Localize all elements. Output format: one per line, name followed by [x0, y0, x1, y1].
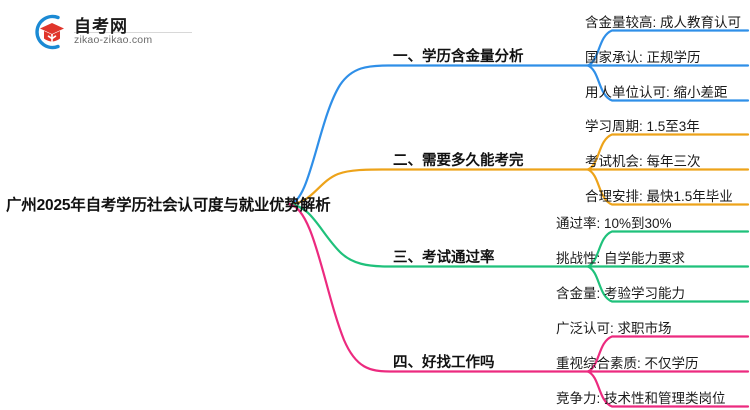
- mindmap-root-node[interactable]: 广州2025年自考学历社会认可度与就业优势解析: [6, 197, 331, 214]
- branch-1-connector: [287, 29, 750, 206]
- branch-node-3[interactable]: 三、考试通过率: [393, 250, 495, 266]
- leaf-node-1-2[interactable]: 国家承认: 正规学历: [585, 50, 701, 65]
- logo-domain: zikao-zikao.com: [74, 34, 153, 46]
- leaf-node-4-2[interactable]: 重视综合素质: 不仅学历: [556, 356, 699, 371]
- leaf-node-3-3[interactable]: 含金量: 考验学习能力: [556, 286, 686, 301]
- leaf-node-2-2[interactable]: 考试机会: 每年三次: [585, 154, 701, 169]
- leaf-node-1-3[interactable]: 用人单位认可: 缩小差距: [585, 85, 728, 100]
- leaf-node-3-1[interactable]: 通过率: 10%到30%: [556, 216, 672, 231]
- branch-2-connector: [287, 133, 750, 206]
- leaf-node-4-1[interactable]: 广泛认可: 求职市场: [556, 321, 672, 336]
- branch-node-1[interactable]: 一、学历含金量分析: [393, 49, 524, 65]
- leaf-node-1-1[interactable]: 含金量较高: 成人教育认可: [585, 15, 742, 30]
- branch-node-4[interactable]: 四、好找工作吗: [393, 355, 495, 371]
- branch-node-2[interactable]: 二、需要多久能考完: [393, 153, 524, 169]
- graduation-cap-icon: [28, 12, 70, 52]
- leaf-node-2-1[interactable]: 学习周期: 1.5至3年: [585, 119, 700, 134]
- logo-title: 自考网: [74, 17, 128, 36]
- branch-3-connector: [287, 202, 750, 303]
- site-logo: 自考网 zikao-zikao.com: [28, 10, 193, 54]
- leaf-node-4-3[interactable]: 竞争力: 技术性和管理类岗位: [556, 391, 726, 406]
- logo-divider: [74, 32, 192, 33]
- leaf-node-2-3[interactable]: 合理安排: 最快1.5年毕业: [585, 189, 733, 204]
- branch-4-connector: [287, 202, 750, 408]
- leaf-node-3-2[interactable]: 挑战性: 自学能力要求: [556, 251, 686, 266]
